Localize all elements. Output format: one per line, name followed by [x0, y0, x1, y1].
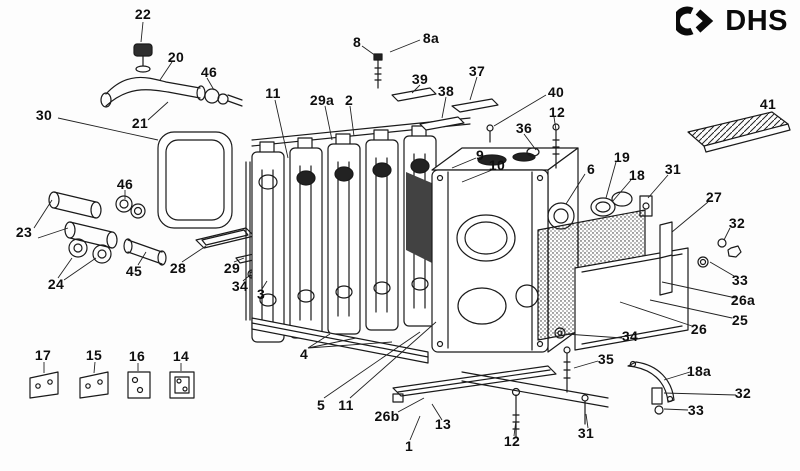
- part-number-label: 34: [231, 278, 249, 294]
- part-number-label: 14: [172, 348, 190, 364]
- part-number-label: 11: [338, 397, 354, 413]
- part-number-label: 17: [34, 347, 52, 363]
- part-number-label: 1: [404, 438, 414, 454]
- leader-lines: [33, 21, 737, 441]
- part-number-label: 13: [434, 416, 452, 432]
- part-number-label: 40: [547, 84, 565, 100]
- part-number-label: 12: [503, 433, 521, 449]
- part-number-label: 39: [411, 71, 429, 87]
- part-number-label: 8a: [422, 30, 440, 46]
- part-number-label: 30: [35, 107, 53, 123]
- part-number-label: 22: [134, 6, 152, 22]
- part-number-label: 24: [47, 276, 65, 292]
- part-number-label: 26: [690, 321, 708, 337]
- dhs-chevron-icon: [676, 6, 714, 36]
- part-number-label: 36: [515, 120, 533, 136]
- part-number-label: 41: [759, 96, 777, 112]
- part-number-label: 18a: [686, 363, 712, 379]
- part-number-label: 20: [167, 49, 185, 65]
- part-number-label: 25: [731, 312, 749, 328]
- part-number-label: 33: [731, 272, 749, 288]
- part-number-label: 18: [628, 167, 646, 183]
- part-number-label: 28: [169, 260, 187, 276]
- part-number-label: 31: [664, 161, 682, 177]
- part-number-label: 37: [468, 63, 486, 79]
- part-number-label: 26b: [374, 408, 400, 424]
- part-number-label: 27: [705, 189, 723, 205]
- part-number-label: 33: [687, 402, 705, 418]
- part-number-label: 10: [488, 157, 506, 173]
- part-number-label: 9: [475, 147, 485, 163]
- part-number-label: 32: [728, 215, 746, 231]
- part-number-label: 12: [548, 104, 566, 120]
- part-number-label: 34: [621, 328, 639, 344]
- part-number-label: 5: [316, 397, 326, 413]
- part-number-label: 2: [344, 92, 354, 108]
- part-number-label: 32: [734, 385, 752, 401]
- part-number-label: 3: [256, 286, 266, 302]
- part-number-label: 15: [85, 347, 103, 363]
- part-number-label: 21: [131, 115, 149, 131]
- part-number-label: 35: [597, 351, 615, 367]
- part-number-label: 31: [577, 425, 595, 441]
- part-number-label: 6: [586, 161, 596, 177]
- part-number-label: 19: [613, 149, 631, 165]
- part-number-label: 23: [15, 224, 33, 240]
- part-number-label: 26a: [730, 292, 756, 308]
- part-number-label: 11: [265, 85, 281, 101]
- part-number-label: 38: [437, 83, 455, 99]
- part-number-label: 4: [299, 346, 309, 362]
- logo-text: DHS: [725, 5, 788, 37]
- part-number-label: 45: [125, 263, 143, 279]
- brand-logo: DHS: [676, 6, 788, 36]
- part-number-label: 16: [128, 348, 146, 364]
- part-number-label: 46: [116, 176, 134, 192]
- part-number-label: 29a: [309, 92, 335, 108]
- part-number-label: 46: [200, 64, 218, 80]
- part-number-label: 29: [223, 260, 241, 276]
- part-number-label: 8: [352, 34, 362, 50]
